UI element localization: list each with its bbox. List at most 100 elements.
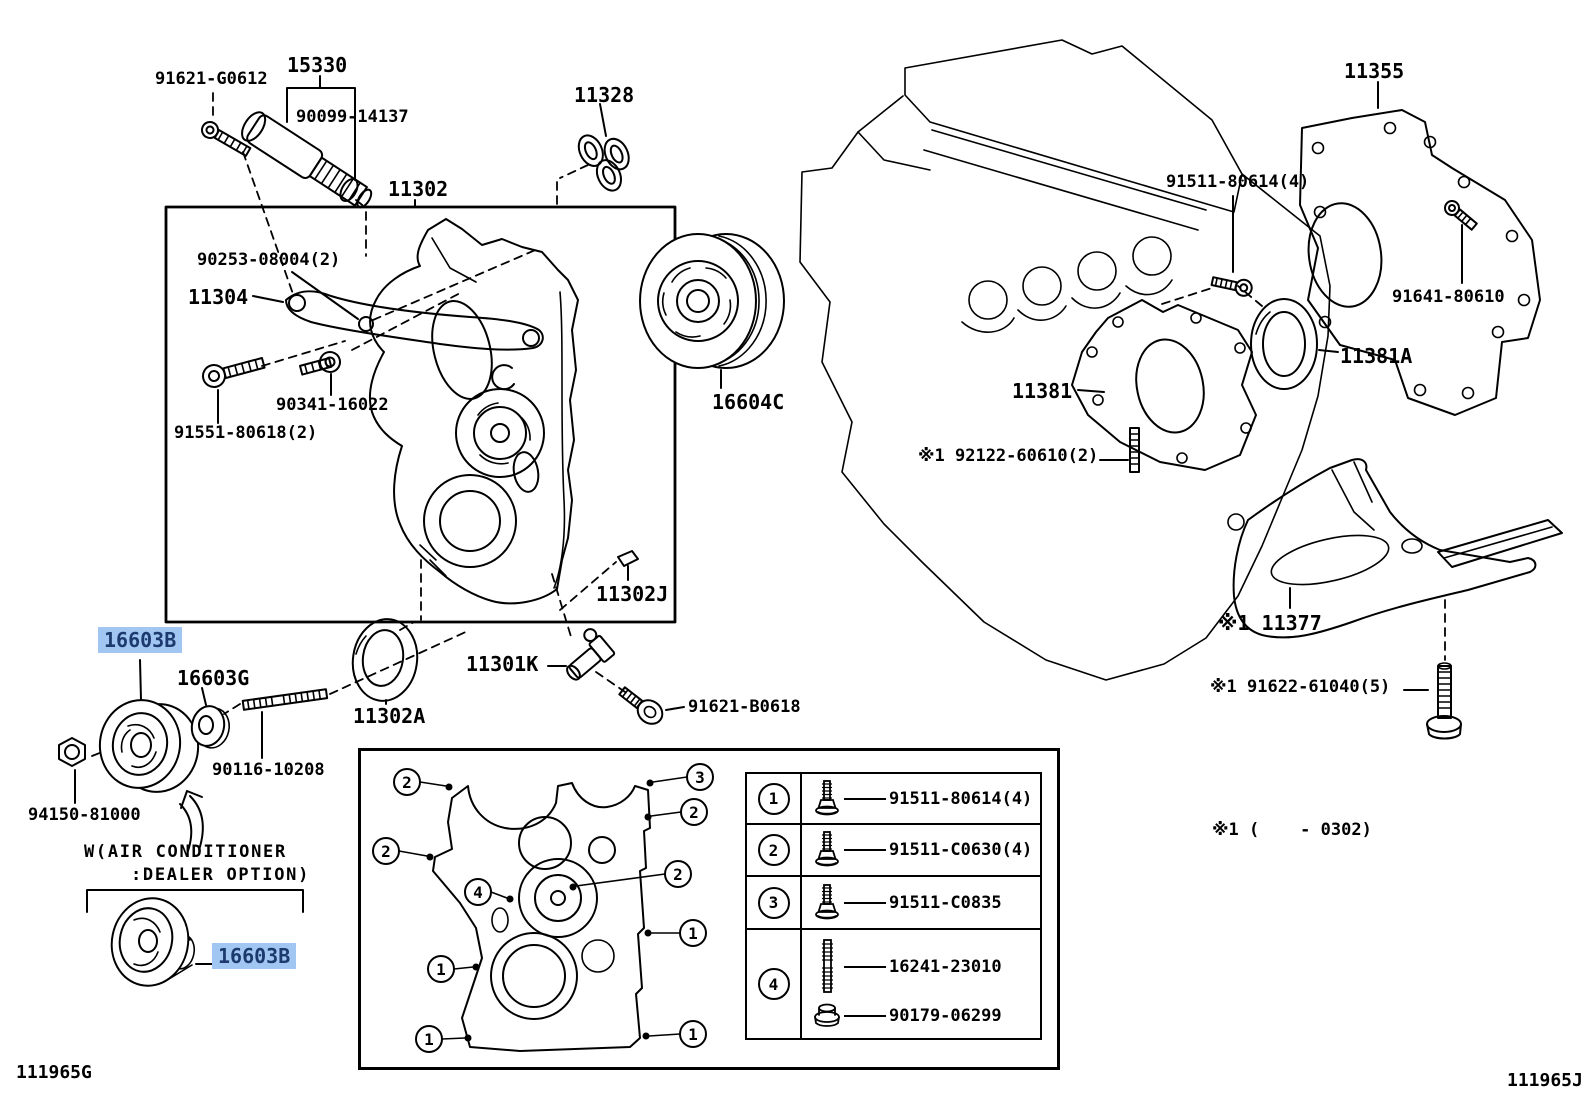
part-label[interactable]: 91621-G0612	[155, 69, 268, 89]
bolt-icon	[812, 883, 842, 923]
nut-drawing	[58, 737, 86, 767]
gasket-drawing	[577, 134, 630, 192]
part-number[interactable]: 91511-C0630(4)	[889, 840, 1033, 860]
part-number[interactable]: 90179-06299	[889, 1005, 1002, 1026]
belt-cover-drawing	[1227, 458, 1563, 639]
leader-line	[844, 1014, 886, 1017]
part-label[interactable]: 91511-80614(4)	[1166, 172, 1310, 192]
part-label[interactable]: 15330	[287, 53, 348, 77]
stud-icon	[812, 938, 842, 996]
oil-control-valve-drawing	[241, 111, 373, 209]
bolt-drawing	[298, 351, 341, 376]
callout-number: 3	[695, 768, 705, 787]
callout-cell: 3	[747, 877, 802, 928]
pump-pulley-drawing	[639, 233, 785, 389]
part-label-16603b-highlighted[interactable]: 16603B	[212, 943, 297, 969]
part-label[interactable]: ※1 11377	[1218, 611, 1322, 635]
part-label[interactable]: 91551-80618(2)	[174, 423, 318, 443]
part-label[interactable]: 94150-81000	[28, 805, 141, 825]
part-label[interactable]: 11302A	[353, 704, 426, 728]
bolt-drawing	[201, 121, 252, 157]
seal-retainer-drawing	[1071, 299, 1257, 471]
end-plate-drawing	[1299, 81, 1541, 416]
part-label[interactable]: 91621-B0618	[688, 697, 801, 717]
nut-icon	[812, 1002, 842, 1030]
leader-line	[844, 966, 886, 969]
part-label[interactable]: 16603G	[177, 666, 250, 690]
part-label-16603b-highlighted[interactable]: 16603B	[98, 627, 183, 653]
bolt-drawing	[1426, 662, 1462, 740]
part-label[interactable]: 11328	[574, 83, 635, 107]
timing-cover-drawing	[368, 218, 579, 605]
callout-number: 1	[688, 924, 698, 943]
callout-number: 2	[757, 834, 790, 866]
part-label[interactable]: 11355	[1344, 59, 1405, 83]
timing-cover-front-view	[432, 782, 651, 1052]
part-label[interactable]: 11304	[188, 285, 249, 309]
part-label[interactable]: 90253-08004(2)	[197, 250, 341, 270]
idler-pulley-drawing	[98, 699, 200, 793]
callout-number: 3	[757, 886, 790, 919]
callout-number: 2	[402, 773, 412, 792]
callout-number: 2	[381, 842, 391, 861]
callout-number: 4	[757, 968, 790, 1000]
bolt-icon	[812, 779, 842, 819]
callout-number: 1	[436, 960, 446, 979]
bolt-drawing	[202, 356, 266, 388]
callout-number: 1	[688, 1025, 698, 1044]
option-arrow	[179, 790, 204, 852]
table-part-item: 90179-06299	[802, 1002, 1040, 1030]
o-ring-drawing	[339, 178, 359, 202]
part-label[interactable]: 11301K	[466, 652, 539, 676]
part-group-box	[164, 205, 677, 624]
option-note-line1: W(AIR CONDITIONER	[84, 842, 287, 862]
crank-sensor-drawing	[566, 628, 616, 681]
callout-number: 2	[673, 865, 683, 884]
assembly-inset-box	[358, 748, 1060, 1070]
part-label[interactable]: ※1 91622-61040(5)	[1210, 677, 1391, 697]
stud-drawing	[241, 688, 329, 711]
pin-drawing	[617, 550, 639, 567]
part-label[interactable]: 90341-16022	[276, 395, 389, 415]
part-number[interactable]: 16241-23010	[889, 957, 1002, 978]
part-label[interactable]: 90116-10208	[212, 760, 325, 780]
callout-cell: 4	[747, 930, 802, 1038]
table-row: 4 16241-23010 90179-06299	[747, 930, 1040, 1038]
leader-line	[844, 797, 886, 800]
option-note-line2: :DEALER OPTION)	[131, 865, 311, 885]
part-label[interactable]: 11302	[388, 177, 449, 201]
part-label[interactable]: 90099-14137	[296, 107, 409, 127]
part-label[interactable]: 91641-80610	[1392, 287, 1505, 307]
oil-seal-drawing	[351, 618, 419, 702]
stud-drawing	[1129, 427, 1140, 473]
drawing-code-left: 111965G	[16, 1062, 92, 1083]
part-label[interactable]: 11302J	[596, 582, 669, 606]
table-row: 3 91511-C0835	[747, 877, 1040, 930]
part-label[interactable]: 11381	[1012, 379, 1073, 403]
bolt-drawing	[1444, 200, 1478, 231]
table-part-item: 91511-80614(4)	[802, 779, 1040, 819]
inset-callouts: 2 3 2 2 2 4 1 1 1 1	[372, 763, 714, 1053]
leader-line	[844, 901, 886, 904]
part-label[interactable]: ※1 92122-60610(2)	[918, 446, 1099, 466]
pin-drawing	[358, 316, 374, 332]
table-part-item: 91511-C0835	[802, 883, 1040, 923]
callout-number: 2	[689, 803, 699, 822]
bracket-drawing	[285, 290, 544, 351]
part-label[interactable]: 11381A	[1340, 344, 1413, 368]
part-number[interactable]: 91511-80614(4)	[889, 788, 1033, 809]
drawing-code-right: 111965J	[1507, 1070, 1583, 1091]
label-bracket	[286, 75, 356, 181]
table-row: 1 91511-80614(4)	[747, 774, 1040, 825]
callout-number: 1	[757, 782, 790, 815]
idler-pulley-drawing	[110, 897, 196, 987]
part-number[interactable]: 91511-C0835	[889, 892, 1002, 913]
callout-number: 1	[424, 1030, 434, 1049]
bolt-icon	[812, 830, 842, 870]
callout-cell: 1	[747, 774, 802, 823]
callout-table: 1 91511-80614(4) 2 91511-C0630(4) 3 91511-C08…	[745, 772, 1042, 1040]
oil-seal-drawing	[1250, 298, 1318, 390]
part-label[interactable]: 16604C	[712, 390, 785, 414]
